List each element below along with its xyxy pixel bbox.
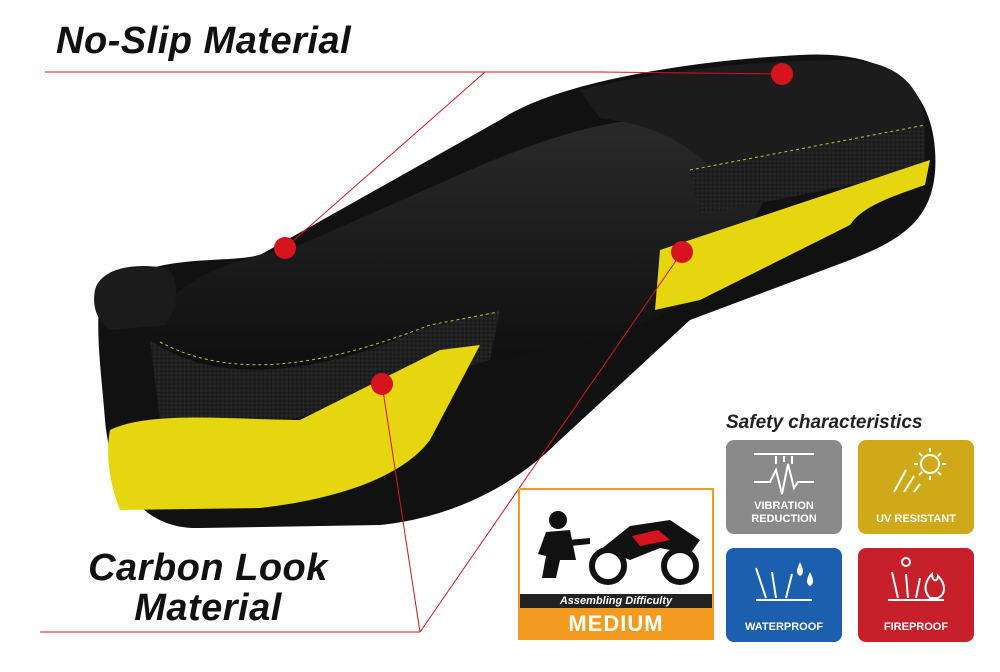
difficulty-level: MEDIUM: [520, 608, 712, 640]
vibration-label-line2: REDUCTION: [751, 513, 817, 525]
stitch-line: [159, 311, 499, 366]
marker-dot: [771, 63, 793, 85]
uv-resistant-tile: UV RESISTANT: [858, 440, 974, 534]
mechanic-motorcycle-icon: [538, 511, 700, 585]
marker-dot: [371, 373, 393, 395]
carbon-look-callout: Carbon Look Material: [58, 548, 358, 628]
difficulty-label: Assembling Difficulty: [520, 594, 712, 608]
vibration-label-line1: VIBRATION: [754, 500, 814, 512]
sun-icon: [893, 448, 946, 493]
callout-line: [419, 251, 683, 633]
fireproof-label: FIREPROOF: [883, 621, 949, 633]
safety-title: Safety characteristics: [726, 412, 923, 433]
uv-label: UV RESISTANT: [876, 513, 956, 525]
seat-top: [150, 117, 770, 383]
yellow-panel-rear: [655, 160, 930, 310]
stitch-line: [689, 124, 926, 171]
carbon-callout-line1: Carbon Look: [88, 547, 328, 589]
callout-line: [284, 71, 486, 249]
callout-line: [381, 383, 421, 633]
water-drops-icon: [755, 562, 813, 601]
flame-icon: [888, 557, 945, 601]
assembly-difficulty-badge: Assembling Difficulty MEDIUM: [518, 488, 714, 640]
fireproof-tile: FIREPROOF: [858, 548, 974, 642]
waterproof-label: WATERPROOF: [744, 621, 823, 633]
marker-dot: [671, 241, 693, 263]
waterproof-tile: WATERPROOF: [726, 548, 842, 642]
vibration-tile: VIBRATION REDUCTION: [726, 440, 842, 534]
no-slip-callout: No-Slip Material: [56, 20, 352, 62]
seat-nose: [94, 266, 177, 330]
carbon-panel-rear: [690, 125, 925, 215]
callout-line: [599, 71, 783, 75]
carbon-callout-line2: Material: [134, 587, 282, 629]
marker-dot: [274, 237, 296, 259]
carbon-panel-front: [150, 310, 500, 420]
vibration-icon: [754, 453, 814, 495]
